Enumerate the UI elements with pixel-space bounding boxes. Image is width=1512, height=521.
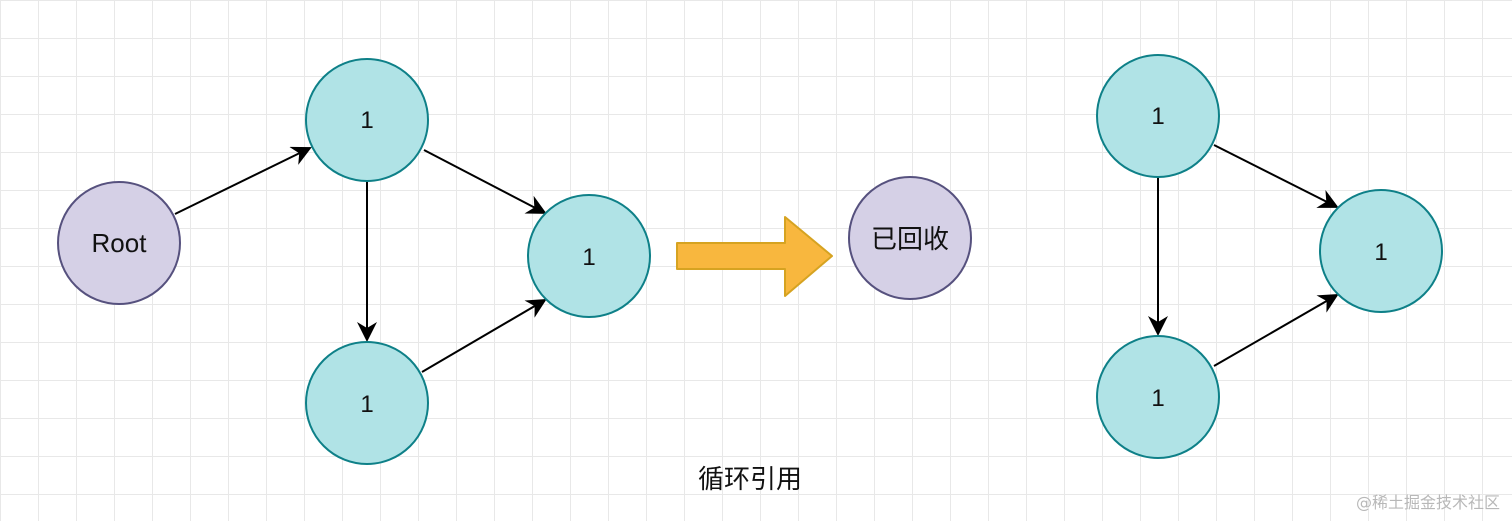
r-node-top-label: 1: [1151, 103, 1164, 130]
r-node-right-label: 1: [1374, 239, 1387, 266]
collected-root-node: 已回收: [848, 176, 972, 300]
node-bottom: 1: [305, 341, 429, 465]
node-bottom-label: 1: [360, 391, 373, 418]
edge-r-bottom-to-right: [1213, 294, 1339, 367]
edge-r-top-to-right: [1213, 144, 1339, 208]
r-node-bottom-label: 1: [1151, 385, 1164, 412]
edge-bottom-to-right: [421, 298, 547, 373]
root-node-label: Root: [92, 228, 148, 258]
edge-root-to-top: [174, 146, 312, 215]
node-right-label: 1: [582, 244, 595, 271]
node-top-label: 1: [360, 107, 373, 134]
diagram-caption: 循环引用: [698, 465, 802, 495]
root-node: Root: [57, 181, 181, 305]
node-right: 1: [527, 194, 651, 318]
transition-arrow: [676, 216, 833, 297]
node-top: 1: [305, 58, 429, 182]
r-node-right: 1: [1319, 189, 1443, 313]
collected-root-label: 已回收: [871, 225, 949, 255]
edge-top-to-right: [423, 149, 547, 214]
watermark: @稀土掘金技术社区: [1355, 493, 1500, 512]
r-node-top: 1: [1096, 54, 1220, 178]
r-node-bottom: 1: [1096, 335, 1220, 459]
